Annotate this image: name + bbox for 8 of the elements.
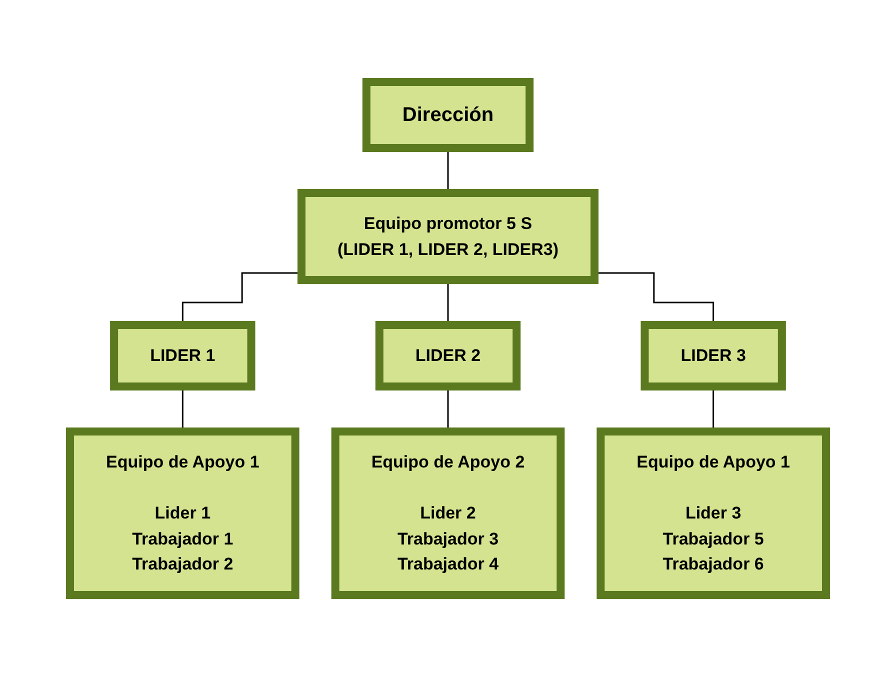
node-box: LIDER 2 <box>374 321 520 390</box>
node-box: Equipo de Apoyo 1 Lider 1 Trabajador 1 Trabajador 2 <box>66 428 299 599</box>
node-box: Dirección <box>362 78 534 152</box>
node-box: Equipo promotor 5 S (LIDER 1, LIDER 2, LIDER3) <box>296 189 598 284</box>
node-box: LIDER 3 <box>640 321 786 390</box>
node-box: Equipo de Apoyo 1 Lider 3 Trabajador 5 Trabajador 6 <box>596 428 830 599</box>
node-box: Equipo de Apoyo 2 Lider 2 Trabajador 3 Trabajador 4 <box>330 428 564 599</box>
node-box: LIDER 1 <box>110 321 255 390</box>
